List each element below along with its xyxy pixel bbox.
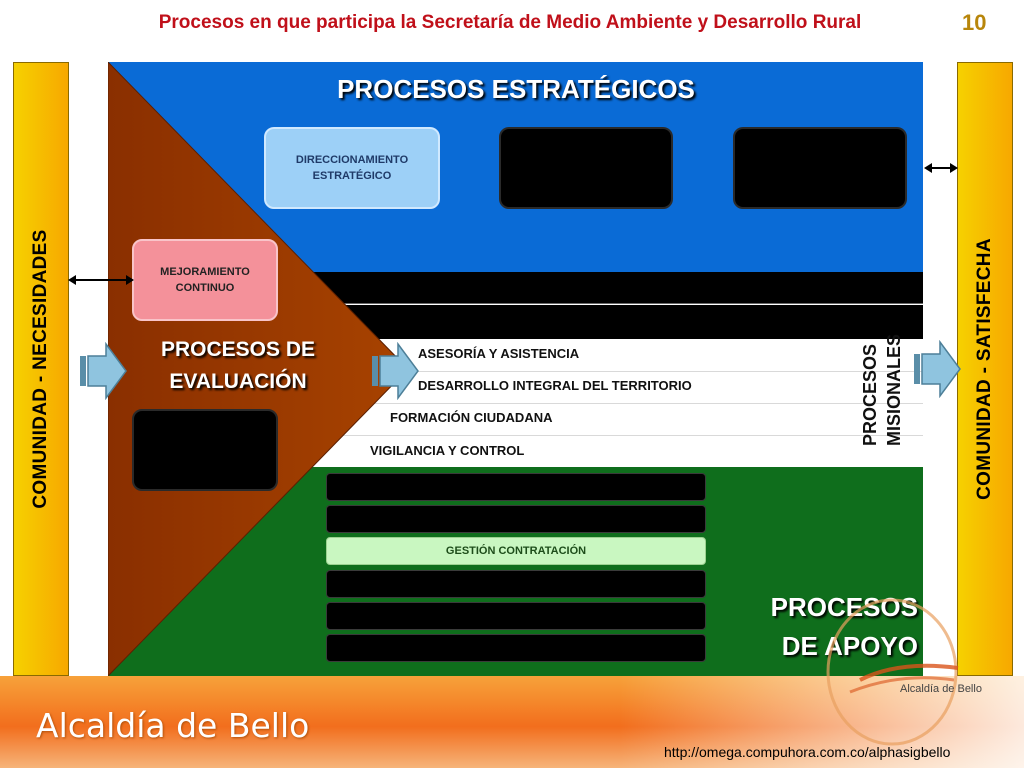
redacted-box [499,127,673,209]
divider [108,403,923,404]
support-title-line2: DE APOYO [781,631,918,661]
divider [108,371,923,372]
missional-item: DESARROLLO INTEGRAL DEL TERRITORIO [418,378,692,393]
redacted-box [132,409,278,491]
input-arrow-icon [372,342,419,400]
continuous-improvement-box[interactable]: MEJORAMIENTO CONTINUO [132,239,278,321]
double-arrow-icon [924,163,958,173]
evaluation-title-line2: EVALUACIÓN [169,369,307,393]
contract-management-label: GESTIÓN CONTRATACIÓN [445,545,587,557]
missional-item: VIGILANCIA Y CONTROL [370,443,525,458]
missional-label-line1: PROCESOS [860,343,880,446]
evaluation-processes-title: PROCESOS DE EVALUACIÓN [138,334,338,397]
support-title-line1: PROCESOS [770,592,918,622]
community-needs-label: COMUNIDAD - NECESIDADES [30,229,51,509]
double-arrow-icon [68,275,134,285]
process-map: PROCESOS ESTRATÉGICOS DIRECCIONAMIENTO E… [108,62,923,676]
support-processes-title: PROCESOS DE APOYO [728,588,918,666]
output-arrow-icon [914,340,961,398]
strategic-direction-box[interactable]: DIRECCIONAMIENTO ESTRATÉGICO [264,127,440,209]
redacted-bar [326,473,706,501]
footer-brand: Alcaldía de Bello [36,706,310,745]
redacted-box [733,127,907,209]
missional-processes-label: PROCESOS MISIONALES [860,332,910,452]
community-satisfied-label: COMUNIDAD - SATISFECHA [974,238,995,500]
redacted-bar [326,570,706,598]
redacted-bar [326,602,706,630]
divider [108,435,923,436]
logo-caption: Alcaldía de Bello [900,683,982,695]
community-needs-bar: COMUNIDAD - NECESIDADES [13,62,69,676]
input-arrow-icon [80,342,127,400]
redacted-bar [326,634,706,662]
strategic-direction-label: DIRECCIONAMIENTO ESTRATÉGICO [295,153,409,183]
strategic-processes-title: PROCESOS ESTRATÉGICOS [337,74,695,104]
missional-item: FORMACIÓN CIUDADANA [390,410,553,425]
continuous-improvement-label: MEJORAMIENTO CONTINUO [160,265,250,295]
community-satisfied-bar: COMUNIDAD - SATISFECHA [957,62,1013,676]
evaluation-title-line1: PROCESOS DE [160,338,316,361]
footer-fade [620,676,1024,768]
footer-url-link[interactable]: http://omega.compuhora.com.co/alphasigbe… [664,744,951,760]
footer: Alcaldía de Bello http://omega.compuhora… [0,676,1024,768]
missional-item: ASESORÍA Y ASISTENCIA [418,346,580,361]
missional-label-line2: MISIONALES [884,333,904,446]
evaluation-triangle [108,62,409,676]
page-number: 10 [962,10,987,35]
alcaldia-logo-icon [826,598,959,746]
page-title: Procesos en que participa la Secretaría … [158,12,862,33]
contract-management-bar[interactable]: GESTIÓN CONTRATACIÓN [326,537,706,565]
redacted-bar [326,505,706,533]
